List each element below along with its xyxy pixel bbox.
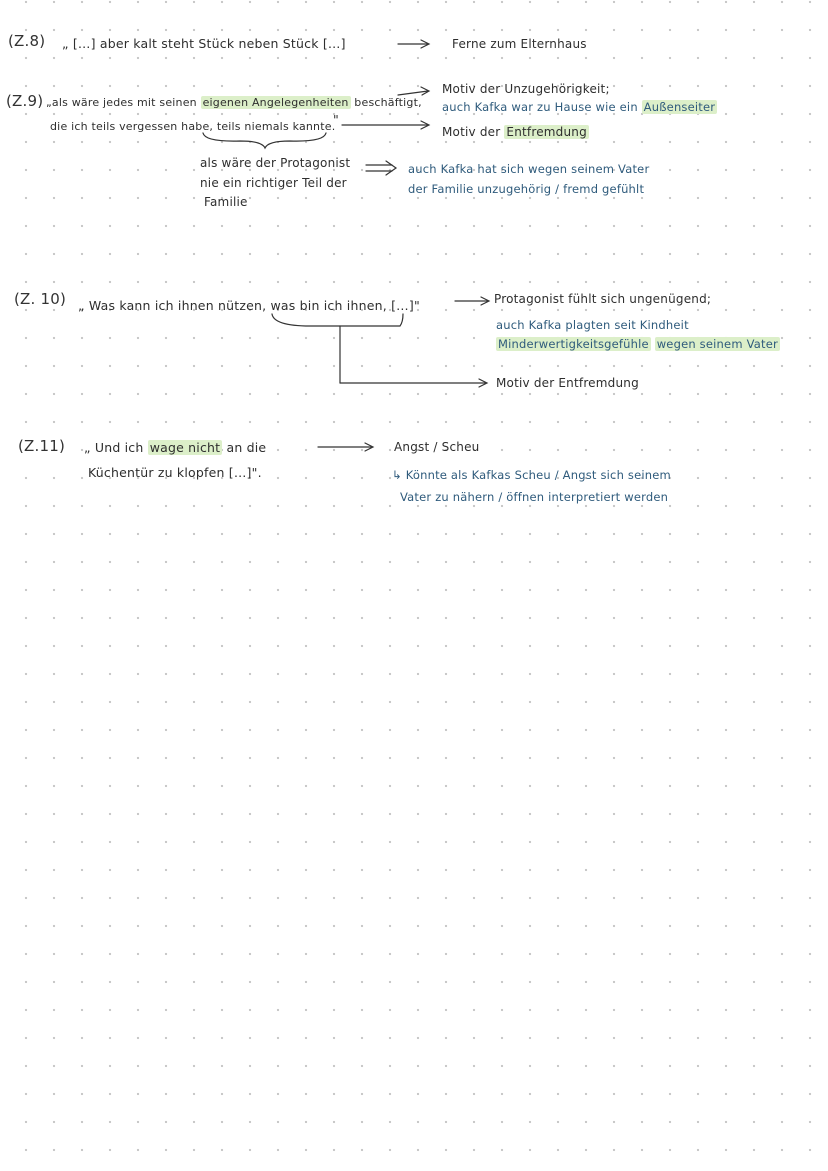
line-ref-8: (Z.8): [8, 32, 46, 50]
result-line-9-motif2-text: Motiv der: [442, 125, 501, 139]
quote-line-9a: „als wäre jedes mit seinen eigenen Angel…: [46, 96, 422, 109]
result-line-9-kafka: auch Kafka war zu Hause wie ein Außensei…: [442, 100, 718, 114]
sub-note-kafka2: der Familie unzugehörig / fremd gefühlt: [408, 182, 645, 196]
quote-line-11a: „ Und ich wage nicht an die: [84, 440, 266, 455]
result-line-8: Ferne zum Elternhaus: [452, 37, 587, 51]
quote-line-11a-start: „ Und ich: [84, 440, 144, 455]
result-line-9-motif2-highlight: Entfremdung: [504, 125, 589, 139]
result-line-10-kafka1: auch Kafka plagten seit Kindheit: [496, 318, 689, 332]
quote-line-10-start: „ Was kann ich ihnen nützen,: [78, 298, 267, 313]
line-ref-11: (Z.11): [18, 437, 66, 455]
result-line-10-kafka2-end: wegen seinem Vater: [654, 337, 780, 351]
quote-line-8: „ […] aber kalt steht Stück neben Stück …: [62, 36, 346, 51]
result-line-11-kafka1: ↳ Könnte als Kafkas Scheu / Angst sich s…: [392, 468, 671, 482]
line-ref-10: (Z. 10): [14, 290, 67, 308]
result-line-10-kafka2: Minderwertigkeitsgefühle wegen seinem Va…: [496, 337, 780, 351]
quote-line-11a-end: an die: [226, 440, 267, 455]
result-line-11: Angst / Scheu: [394, 440, 480, 454]
quote-line-9a-start: „als wäre jedes mit seinen: [46, 96, 197, 109]
result-line-10: Protagonist fühlt sich ungenügend;: [494, 292, 712, 306]
result-line-9-kafka-text: auch Kafka war zu Hause wie ein: [442, 100, 638, 114]
quote-line-9b-start: die ich teils vergessen habe,: [50, 120, 214, 133]
sub-note-line3: Familie: [204, 195, 248, 209]
quote-line-10-end: […]": [391, 298, 420, 313]
quote-line-10: „ Was kann ich ihnen nützen, was bin ich…: [78, 298, 420, 313]
sub-note-line2: nie ein richtiger Teil der: [200, 176, 347, 190]
quote-line-9a-end: beschäftigt,: [354, 96, 422, 109]
quote-line-9b-underlined: teils niemals kannte.: [216, 120, 336, 133]
result-line-9-kafka-highlight: Außenseiter: [641, 100, 718, 114]
result-line-9-motif2: Motiv der Entfremdung: [442, 125, 589, 139]
quote-line-10-mid: was bin ich ihnen,: [270, 298, 387, 313]
quote-close-mark: ": [333, 112, 339, 127]
result-line-10-kafka2-highlight: Minderwertigkeitsgefühle: [496, 337, 651, 351]
sub-note-line1: als wäre der Protagonist: [200, 156, 351, 170]
sub-note-kafka1: auch Kafka hat sich wegen seinem Vater: [408, 162, 650, 176]
quote-line-9a-highlight: eigenen Angelegenheiten: [200, 96, 351, 109]
result-line-9-motif: Motiv der Unzugehörigkeit;: [442, 82, 610, 96]
line-ref-9: (Z.9): [6, 92, 44, 110]
quote-line-11b: Küchentür zu klopfen […]".: [88, 465, 262, 480]
result-line-10-motif: Motiv der Entfremdung: [496, 376, 639, 390]
quote-line-11a-highlight: wage nicht: [147, 440, 223, 455]
result-line-11-kafka2: Vater zu nähern / öffnen interpretiert w…: [400, 490, 669, 504]
quote-line-9b: die ich teils vergessen habe, teils niem…: [50, 120, 335, 133]
